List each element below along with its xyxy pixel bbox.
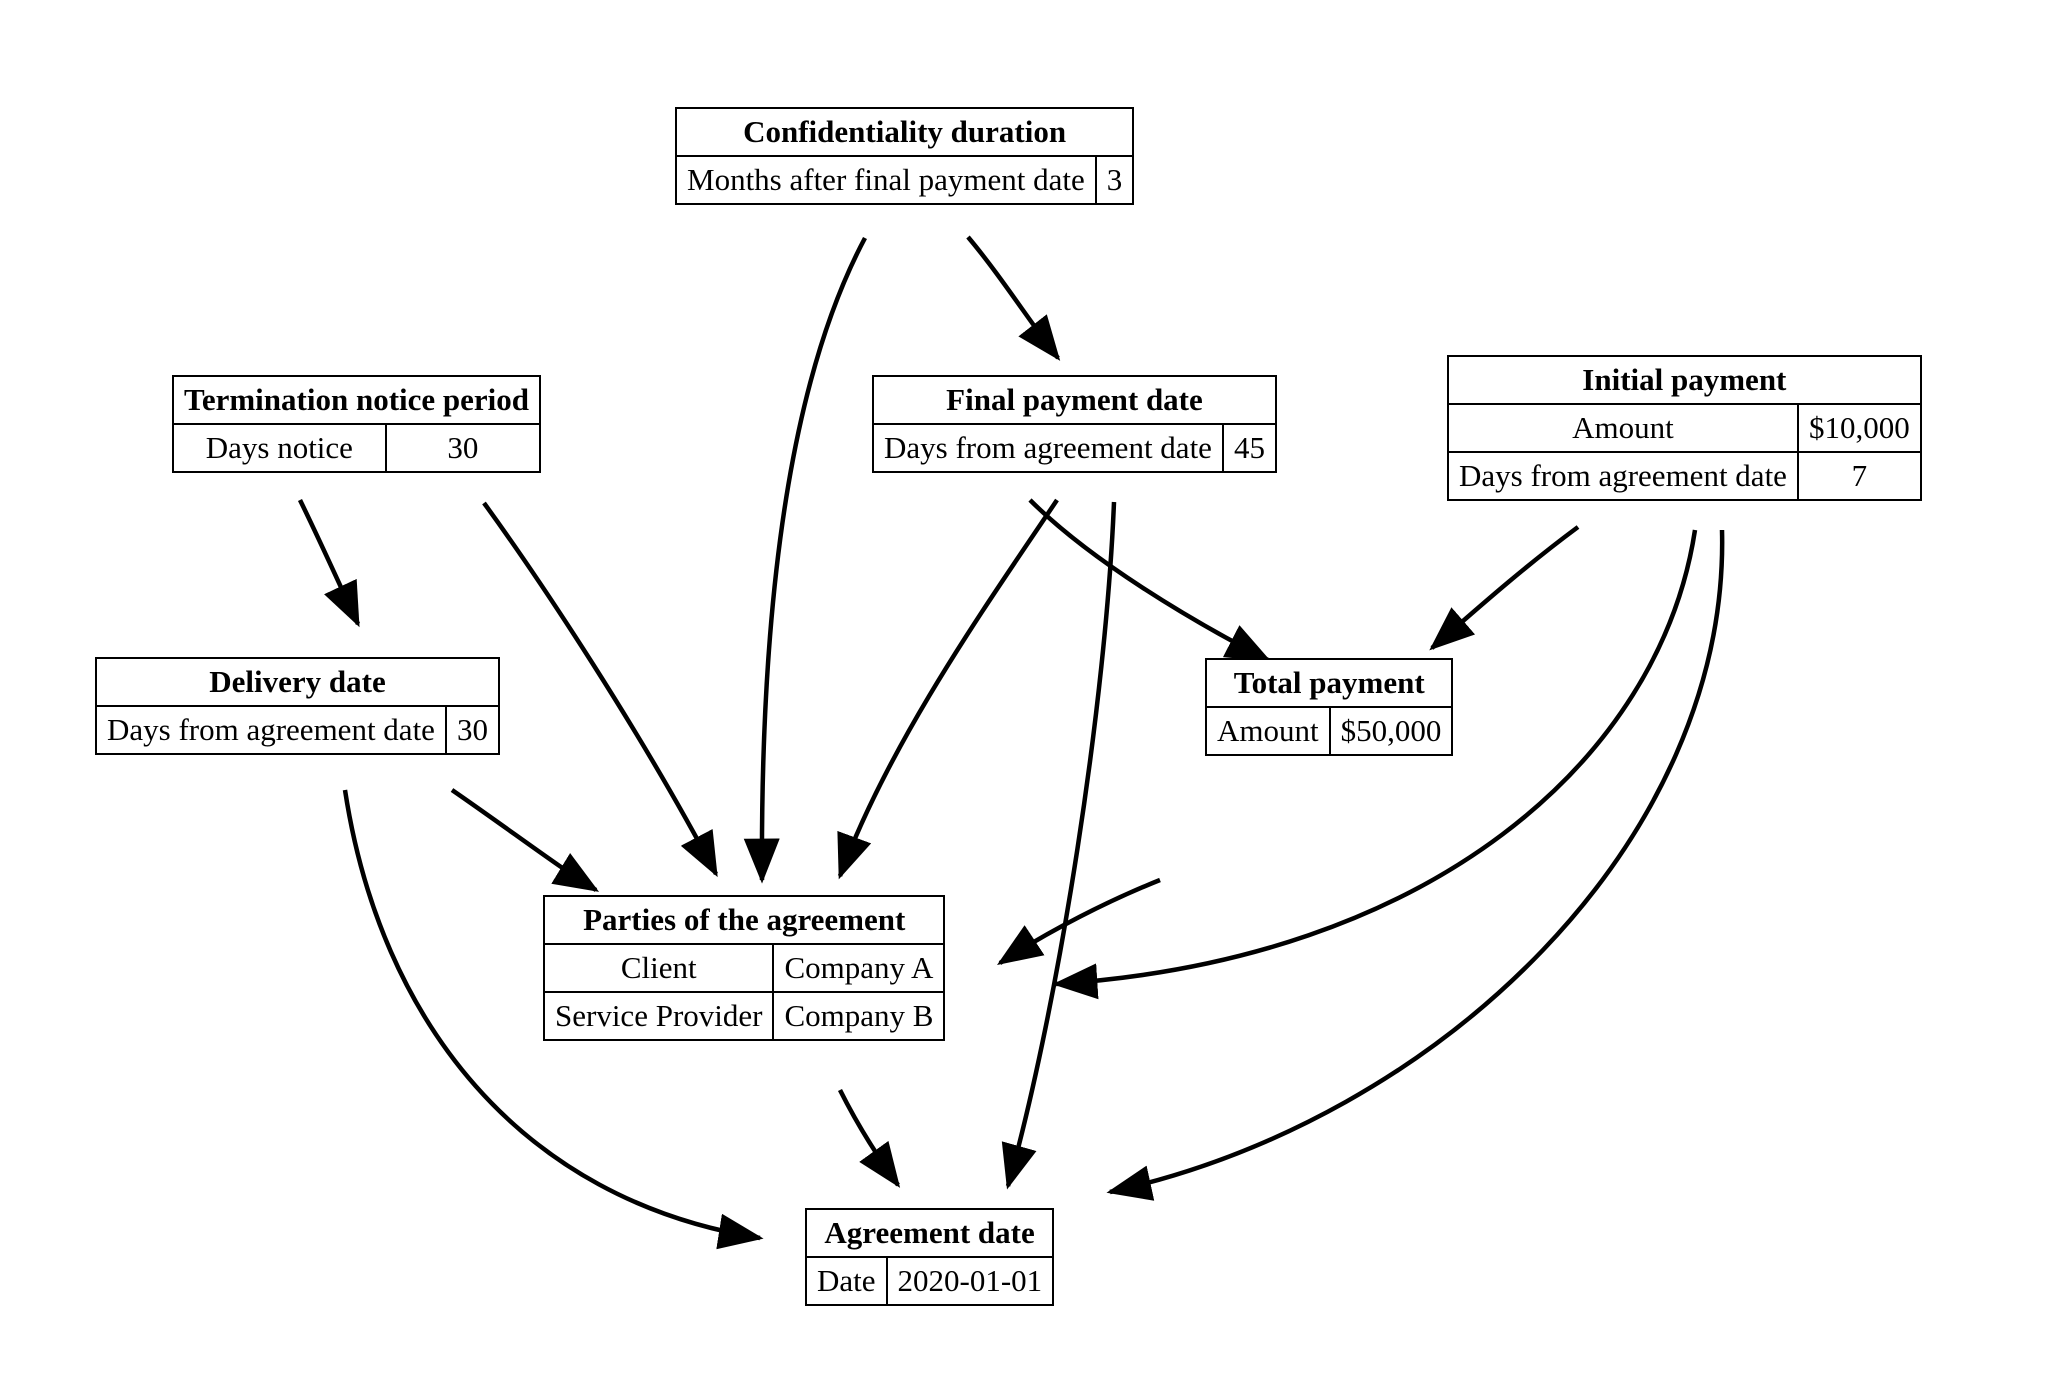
row-label: Client bbox=[545, 942, 775, 993]
edge-confidentiality-to-final-payment bbox=[966, 235, 1061, 361]
node-total-payment[interactable]: Total payment Amount $50,000 bbox=[1205, 658, 1454, 756]
table-row: Days from agreement date 45 bbox=[874, 422, 1275, 471]
edge-initial-payment-to-total-payment bbox=[1429, 525, 1580, 651]
node-title: Total payment bbox=[1207, 660, 1452, 708]
row-label: Days from agreement date bbox=[874, 422, 1224, 471]
table-row: Date 2020-01-01 bbox=[807, 1255, 1053, 1304]
table-row: Client Company A bbox=[545, 942, 944, 993]
edge-parties-to-agreement-date bbox=[837, 1088, 901, 1188]
table-row: Days from agreement date 7 bbox=[1449, 450, 1920, 499]
edge-final-payment-to-parties bbox=[837, 498, 1059, 880]
node-agreement-date[interactable]: Agreement date Date 2020-01-01 bbox=[805, 1208, 1055, 1306]
table-row: Days notice 30 bbox=[174, 422, 540, 471]
row-value: $10,000 bbox=[1796, 402, 1920, 453]
table-row: Amount $10,000 bbox=[1449, 402, 1920, 453]
edge-final-payment-to-agreement-date bbox=[1001, 501, 1117, 1190]
node-final-payment-date[interactable]: Final payment date Days from agreement d… bbox=[872, 375, 1277, 473]
node-parties-of-the-agreement[interactable]: Parties of the agreement Client Company … bbox=[543, 895, 946, 1041]
row-value: Company A bbox=[772, 942, 944, 993]
table-row: Months after final payment date 3 bbox=[677, 154, 1133, 203]
edge-termination-to-parties bbox=[482, 501, 718, 878]
node-confidentiality-duration[interactable]: Confidentiality duration Months after fi… bbox=[675, 107, 1135, 205]
row-value: 45 bbox=[1221, 422, 1275, 471]
row-value: 30 bbox=[384, 422, 540, 471]
row-label: Days from agreement date bbox=[97, 704, 447, 753]
edge-final-payment-to-total-payment bbox=[1028, 498, 1272, 663]
node-delivery-date[interactable]: Delivery date Days from agreement date 3… bbox=[95, 657, 500, 755]
row-value: 30 bbox=[444, 704, 498, 753]
node-title: Final payment date bbox=[874, 377, 1275, 425]
edge-total-payment-to-parties bbox=[996, 877, 1161, 965]
node-title: Initial payment bbox=[1449, 357, 1920, 405]
table-row: Days from agreement date 30 bbox=[97, 704, 498, 753]
edge-termination-to-delivery bbox=[297, 499, 361, 628]
node-title: Agreement date bbox=[807, 1210, 1053, 1258]
row-value: Company B bbox=[772, 990, 944, 1039]
row-label: Date bbox=[807, 1255, 888, 1304]
row-label: Days notice bbox=[174, 422, 387, 471]
edge-initial-payment-to-parties bbox=[1052, 529, 1698, 1000]
node-title: Confidentiality duration bbox=[677, 109, 1133, 157]
table-row: Amount $50,000 bbox=[1207, 705, 1452, 754]
edge-confidentiality-to-parties bbox=[743, 236, 867, 884]
table-row: Service Provider Company B bbox=[545, 990, 944, 1039]
row-label: Months after final payment date bbox=[677, 154, 1097, 203]
edge-initial-payment-to-agreement-date bbox=[1106, 529, 1725, 1201]
row-value: 7 bbox=[1796, 450, 1920, 499]
row-label: Amount bbox=[1207, 705, 1331, 754]
node-title: Delivery date bbox=[97, 659, 498, 707]
row-value: 3 bbox=[1094, 154, 1133, 203]
row-label: Service Provider bbox=[545, 990, 775, 1039]
node-title: Termination notice period bbox=[174, 377, 540, 425]
row-value: 2020-01-01 bbox=[885, 1255, 1053, 1304]
row-value: $50,000 bbox=[1328, 705, 1452, 754]
row-label: Days from agreement date bbox=[1449, 450, 1799, 499]
node-title: Parties of the agreement bbox=[545, 897, 944, 945]
row-label: Amount bbox=[1449, 402, 1799, 453]
node-termination-notice-period[interactable]: Termination notice period Days notice 30 bbox=[172, 375, 542, 473]
edge-delivery-to-parties bbox=[450, 788, 600, 892]
node-initial-payment[interactable]: Initial payment Amount $10,000 Days from… bbox=[1447, 355, 1922, 501]
